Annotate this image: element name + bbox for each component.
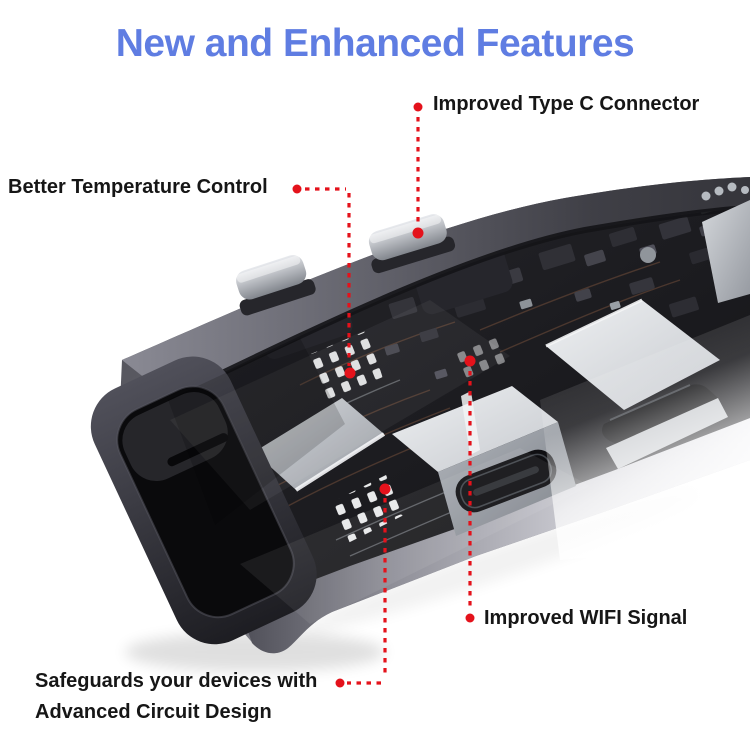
- connector-plate: [702, 200, 750, 303]
- usb-c-plug-left: [236, 255, 316, 316]
- annotation-circuit-line2: Advanced Circuit Design: [35, 701, 272, 723]
- hub-body: [90, 177, 750, 654]
- callout-wifi-line: [464, 355, 476, 623]
- callout-circuit-line: [335, 483, 391, 688]
- capacitor-row: [701, 182, 749, 201]
- annotation-wifi: Improved WIFI Signal: [484, 607, 688, 629]
- page-title: New and Enhanced Features: [115, 22, 635, 65]
- end-cap-port-opening: [90, 356, 317, 645]
- annotation-type-c: Improved Type C Connector: [433, 93, 700, 115]
- callout-type-c-line: [412, 102, 424, 239]
- smd-cluster-temperature: [306, 330, 384, 408]
- metal-shield: [254, 398, 386, 492]
- usb-c-plug-right: [368, 214, 456, 274]
- callout-temperature-line: [292, 184, 356, 379]
- sheen-overlays: [168, 300, 590, 624]
- fade-to-white: [540, 315, 750, 560]
- smd-cluster-wifi: [448, 332, 510, 386]
- annotation-circuit-line1: Safeguards your devices with: [35, 670, 318, 692]
- annotation-temperature: Better Temperature Control: [8, 176, 268, 198]
- annotation-circuit: Safeguards your devices with Advanced Ci…: [35, 666, 317, 728]
- cut-edge: [168, 205, 750, 401]
